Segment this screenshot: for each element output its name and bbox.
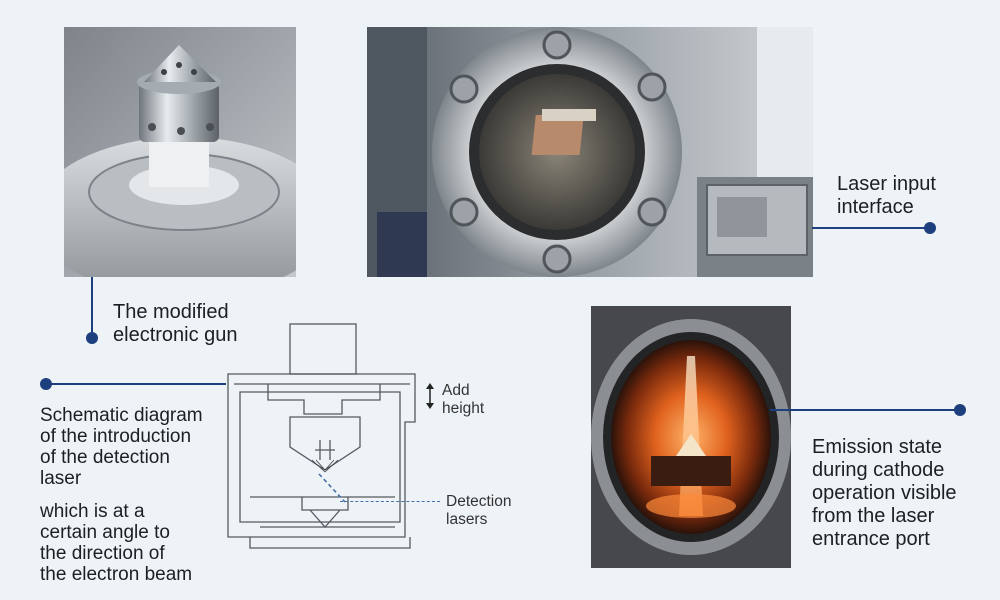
- emission-photo: [591, 306, 791, 568]
- gun-callout-dot: [86, 332, 98, 344]
- laser-input-callout-dot: [924, 222, 936, 234]
- schematic-label: Schematic diagram of the introduction of…: [40, 405, 203, 489]
- detection-laser-beam: [318, 473, 346, 503]
- schematic-callout-dot: [40, 378, 52, 390]
- schematic-callout-line: [46, 383, 226, 385]
- emission-callout-dot: [954, 404, 966, 416]
- viewport-photo: [367, 27, 813, 277]
- detection-laser-indicator: [340, 501, 440, 502]
- electron-gun-photo: [64, 27, 296, 277]
- add-height-label: Add height: [442, 382, 485, 417]
- emission-callout-line: [770, 409, 960, 411]
- laser-input-label: Laser input interface: [837, 173, 936, 218]
- emission-label: Emission state during cathode operation …: [812, 436, 957, 550]
- laser-input-callout-line: [812, 227, 930, 229]
- modified-gun-label: The modified electronic gun: [113, 301, 238, 346]
- schematic-diagram: [220, 322, 480, 552]
- angle-label: which is at a certain angle to the direc…: [40, 501, 193, 585]
- gun-callout-line: [91, 277, 93, 338]
- detection-lasers-label: Detection lasers: [446, 493, 512, 528]
- add-height-arrow-icon: [426, 383, 434, 409]
